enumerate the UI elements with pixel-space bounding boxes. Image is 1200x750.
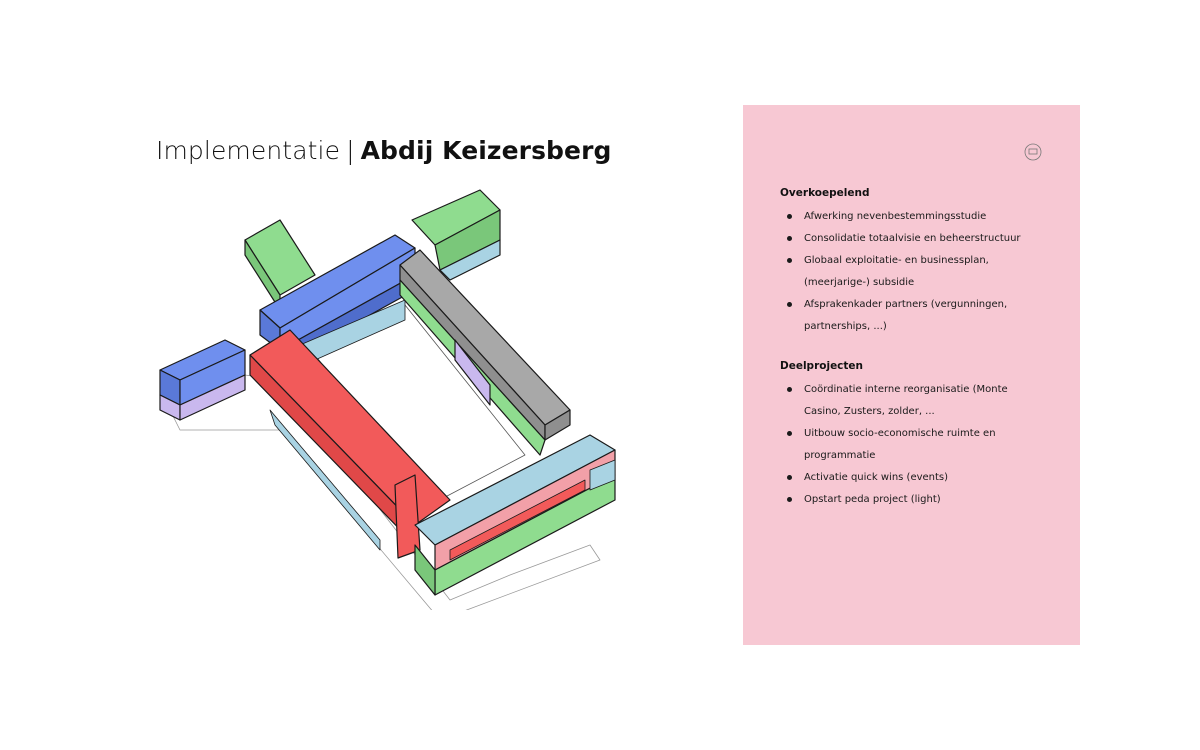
- wing-lightblue-northeast: [439, 239, 501, 281]
- list-item: Afsprakenkader partners (vergunningen,pa…: [780, 294, 1050, 338]
- wing-green-south-lower: [414, 544, 436, 596]
- section-overkoepelend: Overkoepelend Afwerking nevenbestemmings…: [780, 187, 1050, 338]
- abbey-building-axonometric-diagram: [159, 189, 616, 610]
- list-item: Globaal exploitatie- en businessplan,(me…: [780, 250, 1050, 294]
- wing-lightblue-south-end: [589, 459, 616, 491]
- title-separator: |: [346, 136, 355, 165]
- section-deelprojecten: Deelprojecten Coördinatie interne reorga…: [780, 360, 1050, 511]
- wing-lavender-east: [454, 339, 491, 406]
- wing-lightblue-west-base: [269, 409, 381, 551]
- tower-red: [394, 474, 421, 559]
- list-item: Opstart peda project (light): [780, 489, 1050, 511]
- section-heading: Deelprojecten: [780, 360, 864, 372]
- wing-lavender-west-side: [179, 374, 246, 421]
- list-item: Consolidatie totaalvisie en beheerstruct…: [780, 228, 1050, 250]
- list-item: Coördinatie interne reorganisatie (Monte…: [780, 379, 1050, 423]
- wing-grey-east-end: [544, 409, 571, 441]
- chat-bubble-icon: [1024, 143, 1042, 161]
- title-name: Abdij Keizersberg: [360, 136, 612, 165]
- page-title: Implementatie|Abdij Keizersberg: [156, 136, 612, 165]
- list-item: Activatie quick wins (events): [780, 467, 1050, 489]
- list-item: Afwerking nevenbestemmingsstudie: [780, 206, 1050, 228]
- title-prefix: Implementatie: [156, 136, 341, 165]
- section-heading: Overkoepelend: [780, 187, 870, 199]
- wing-red-south-strip: [449, 479, 586, 561]
- info-panel: Overkoepelend Afwerking nevenbestemmings…: [743, 105, 1080, 645]
